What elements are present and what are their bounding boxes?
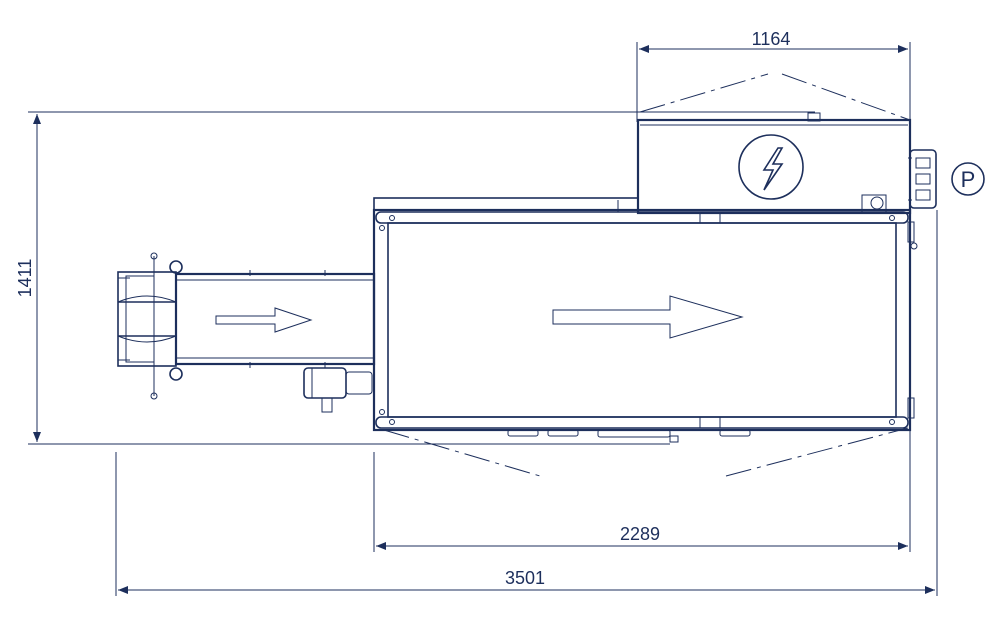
dimension-main-width: 2289 <box>373 430 911 552</box>
dimension-top-width-label: 1164 <box>752 29 791 49</box>
power-connection-label: P <box>961 167 976 192</box>
dimension-overall-width-label: 3501 <box>505 568 545 588</box>
dimension-top-width: 1164 <box>636 29 911 122</box>
drive-motor <box>303 367 373 413</box>
arrow-right-icon <box>215 307 313 333</box>
arrow-right-icon <box>552 295 744 339</box>
dimension-overall-width: 3501 <box>115 210 938 596</box>
infeed-conveyor <box>117 252 376 413</box>
dimension-height-label: 1411 <box>15 259 35 298</box>
control-box <box>908 149 937 209</box>
dimension-height: 1411 <box>15 111 815 445</box>
electrical-cabinet <box>636 112 937 215</box>
main-conveyor <box>372 197 918 443</box>
lightning-bolt-icon <box>738 134 804 200</box>
clearance-lines <box>383 73 911 477</box>
power-connection: P <box>951 162 985 196</box>
dimension-main-width-label: 2289 <box>620 524 660 544</box>
